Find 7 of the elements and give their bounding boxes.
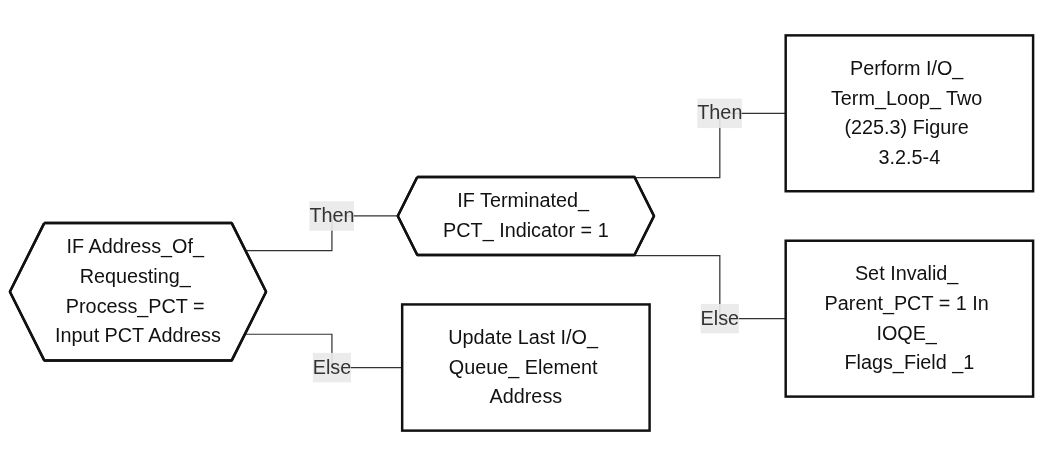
node-box: Perform I/O_ Term_Loop_ Two (225.3) Figure 3.2.5-4 [784,34,1035,193]
node-box: Update Last I/O_ Queue_ Element Address [400,303,651,432]
edge-label: Else [312,356,352,378]
edge-label: Then [697,102,743,124]
edge-label: Then [309,204,355,226]
node-box: Set Invalid_ Parent_PCT = 1 In IOQE_ Flags_Field _1 [784,239,1035,398]
edge-label: Else [700,307,740,329]
